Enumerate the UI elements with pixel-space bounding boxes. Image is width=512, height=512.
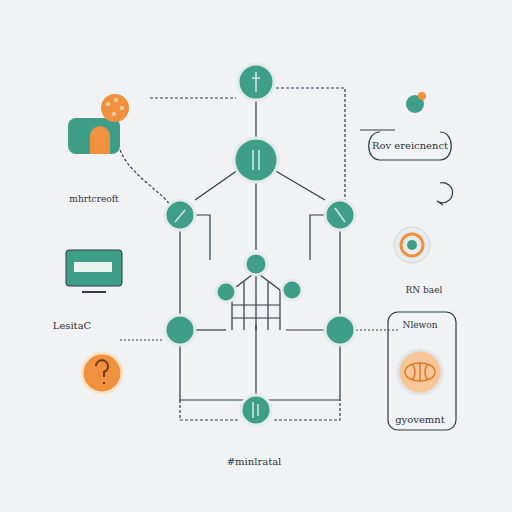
label-text: gyovemnt [393,414,447,425]
label-text: #minlratal [225,456,284,467]
label-text: Rov ereicnenct [370,140,450,151]
label-text: Nlewon [401,321,440,331]
label-text: RN bael [404,286,445,296]
label-text: mhrtcreoft [67,195,120,205]
label-text: LesitaC [51,320,94,331]
